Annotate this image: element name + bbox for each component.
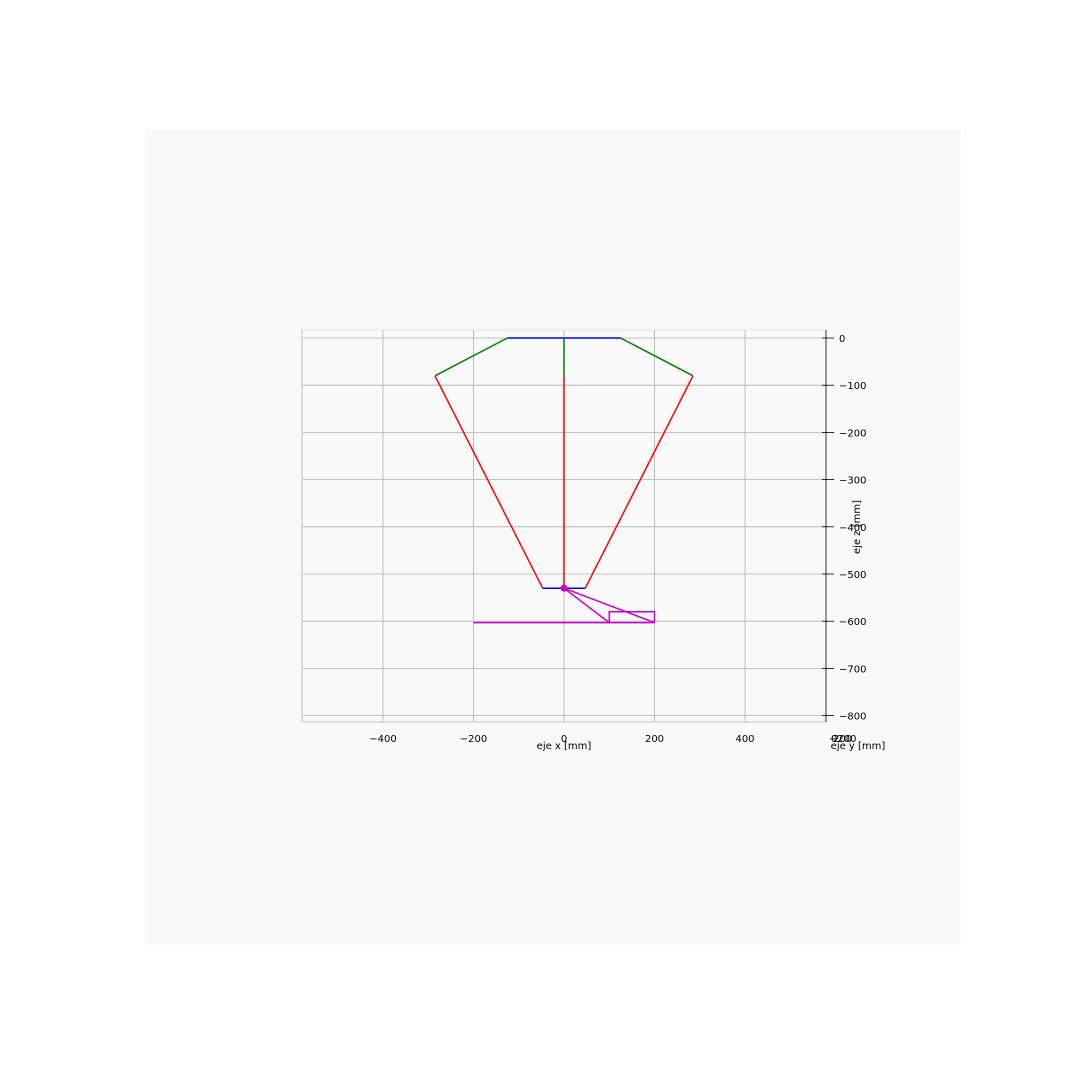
z-tick-label: −100 [839,381,866,392]
z-ticks: 0 −100 −200 −300 −400 −500 −600 −700 −800 [822,334,866,723]
z-tick-label: −700 [839,664,866,675]
series-line [434,337,508,377]
x-tick-label: 400 [735,734,754,745]
series-layer [434,337,694,624]
x-tick-labels: −400 −200 0 200 400 [369,734,754,745]
x-tick-label: 0 [561,734,567,745]
y-tick-label: 0 [831,734,837,745]
z-tick-label: 0 [839,334,845,345]
y-axis-label: eje y [mm] [831,741,886,752]
z-tick-label: −300 [839,476,866,487]
series-line [620,337,694,377]
series-line [584,375,694,589]
x-axis-label: eje x [mm] [537,741,592,752]
series-line [434,375,544,589]
x-tick-label: −200 [460,734,487,745]
data-point-marker [560,584,568,592]
y-tick-label: −200 [829,734,856,745]
x-tick-label: −400 [369,734,396,745]
z-tick-label: −800 [839,712,866,723]
z-tick-label: −500 [839,570,866,581]
series-line [563,587,610,624]
series-line [608,611,656,623]
z-tick-label: −200 [839,428,866,439]
series-line [563,587,655,624]
z-tick-label: −600 [839,617,866,628]
y-tick-label: 200 [833,734,852,745]
z-axis-label: eje z [mm] [852,500,863,554]
z-tick-label: −400 [839,523,866,534]
x-tick-label: 200 [645,734,664,745]
